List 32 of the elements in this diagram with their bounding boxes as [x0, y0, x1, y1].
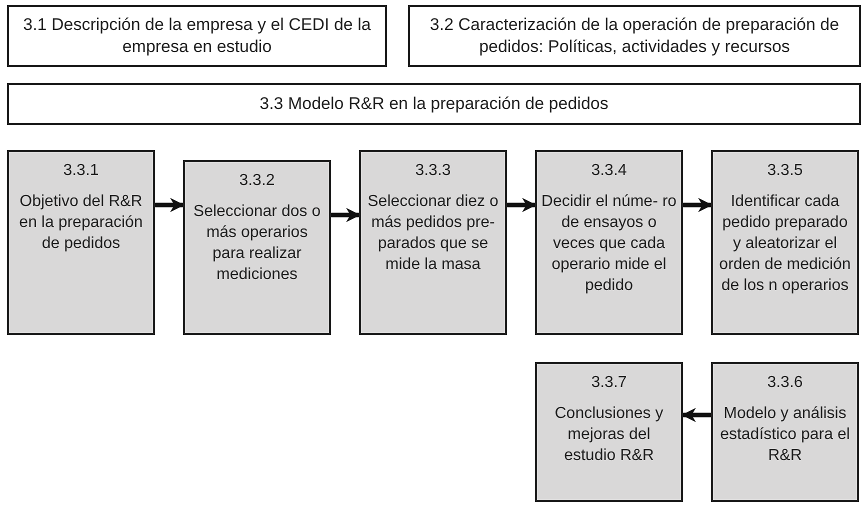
process-box — [711, 150, 859, 335]
section-box — [7, 83, 861, 125]
step-text: Conclusiones y mejoras del estudio R&R — [554, 404, 664, 466]
step-number: 3.3.1 — [63, 161, 99, 181]
section-box — [7, 5, 387, 67]
step-number: 3.3.4 — [591, 161, 627, 181]
step-number: 3.3.6 — [767, 373, 803, 393]
process-box — [359, 150, 507, 335]
arrow — [155, 198, 184, 212]
section-box — [408, 5, 861, 67]
process-box — [183, 160, 331, 335]
arrow — [683, 198, 712, 212]
process-box — [535, 362, 683, 502]
process-box — [535, 150, 683, 335]
step-number: 3.3.3 — [415, 161, 451, 181]
arrow — [682, 408, 711, 422]
arrow — [507, 198, 536, 212]
step-number: 3.3.5 — [767, 161, 803, 181]
arrow — [331, 208, 360, 222]
step-text: Identificar cada pedido preparado y aleatorizar el orden de medición de los n operarios — [718, 192, 852, 296]
process-box — [711, 362, 859, 502]
process-box — [7, 150, 155, 335]
step-number: 3.3.7 — [591, 373, 627, 393]
step-number: 3.3.2 — [239, 171, 275, 191]
step-text: 3.1 Descripción de la empresa y el CEDI de la empresa en estudio — [22, 14, 372, 58]
step-text: Objetivo del R&R en la preparación de pedidos — [18, 192, 144, 254]
step-text: Modelo y análisis estadístico para el R&R — [719, 404, 851, 466]
step-text: Decidir el núme- ro de ensayos o veces que cada operario mide el pedido — [541, 192, 677, 296]
step-text: 3.2 Caracterización de la operación de preparación de pedidos: Políticas, actividades y recursos — [428, 14, 840, 58]
step-text: Seleccionar dos o más operarios para realizar mediciones — [192, 202, 322, 285]
step-text: 3.3 Modelo R&R en la preparación de pedidos — [260, 93, 608, 115]
step-text: Seleccionar diez o más pedidos pre- parados que se mide la masa — [366, 192, 500, 275]
